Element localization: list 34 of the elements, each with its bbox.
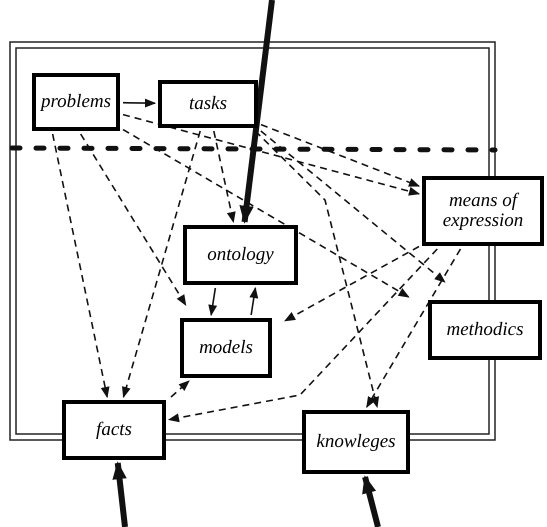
arrow xyxy=(122,128,410,298)
arrow xyxy=(362,475,381,527)
arrow xyxy=(168,248,438,422)
box-label: means of expression xyxy=(442,191,524,231)
concept-box xyxy=(183,225,298,285)
arrow xyxy=(213,130,236,224)
arrow xyxy=(122,130,201,398)
box-label: facts xyxy=(95,420,133,440)
box-label: models xyxy=(198,338,254,358)
arrow xyxy=(122,98,156,108)
arrow xyxy=(249,286,258,316)
box-label: ontology xyxy=(206,245,275,265)
box-label: problems xyxy=(39,92,112,112)
arrow xyxy=(260,130,446,283)
concept-box xyxy=(32,73,120,131)
arrow xyxy=(52,134,110,398)
concept-box xyxy=(62,400,166,460)
arrow xyxy=(260,124,420,187)
concept-box xyxy=(180,318,272,378)
concept-box xyxy=(422,176,544,246)
arrow xyxy=(80,134,186,306)
box-label: knowleges xyxy=(315,432,397,452)
arrow xyxy=(112,461,128,527)
arrow xyxy=(239,0,275,224)
arrow xyxy=(122,114,420,196)
arrow xyxy=(170,380,190,398)
concept-box xyxy=(428,300,542,360)
arrow xyxy=(284,246,420,322)
box-label: tasks xyxy=(188,94,228,114)
arrow xyxy=(208,288,218,316)
box-label: methodics xyxy=(445,320,525,340)
concept-box xyxy=(302,410,410,474)
concept-box xyxy=(158,80,258,128)
arrow xyxy=(366,248,462,408)
